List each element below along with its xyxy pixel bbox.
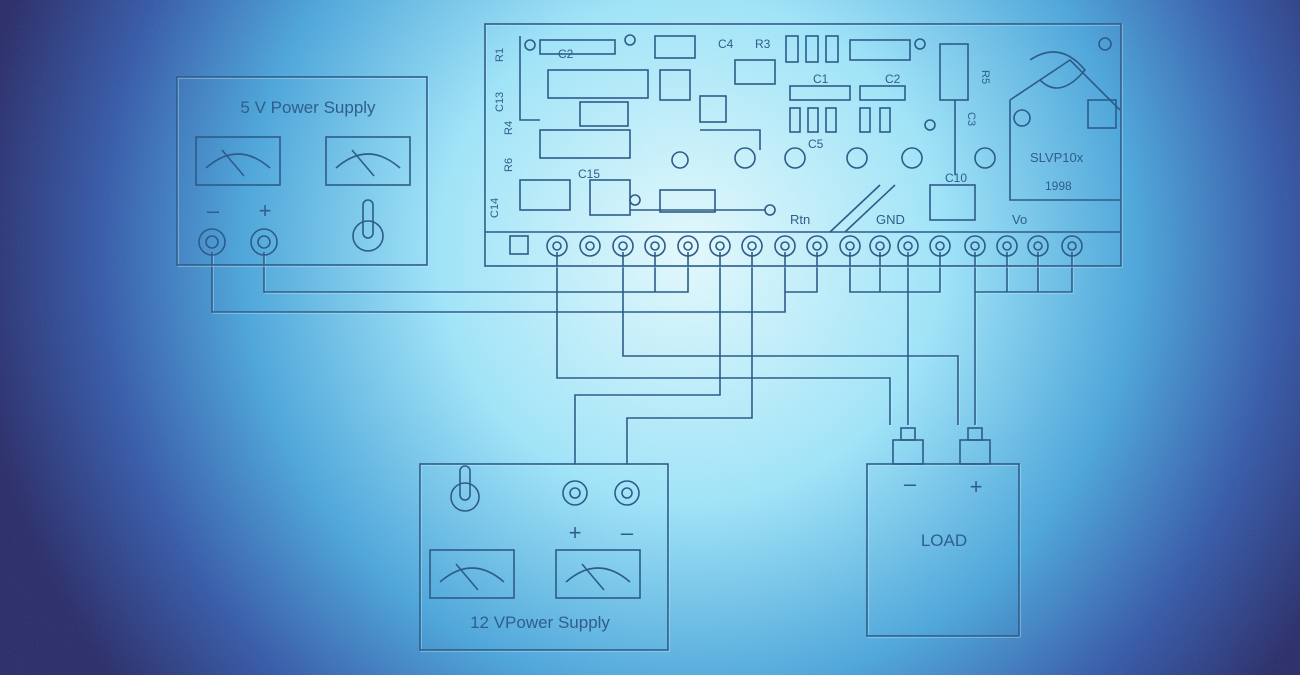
svg-text:C3: C3 [965,112,977,126]
svg-text:C14: C14 [489,198,501,218]
power-supply-5v-plus-label: + [259,198,272,223]
svg-text:C2: C2 [885,72,901,86]
meter-icon [325,136,411,186]
terminal-jack-icon [614,480,640,506]
svg-text:C5: C5 [808,137,824,151]
load-title: LOAD [921,531,967,550]
component-labels: C2 C4 R3 C1 C2 R1 C13 R4 R6 C15 C14 C5 C… [489,37,991,218]
circuit-board: C2 C4 R3 C1 C2 R1 C13 R4 R6 C15 C14 C5 C… [484,23,1123,268]
svg-text:C4: C4 [718,37,734,51]
meter-icon [429,549,515,599]
power-supply-12v-plus-label: + [569,520,582,545]
terminal-label-vo: Vo [1012,212,1027,227]
toggle-switch-icon [450,465,480,512]
svg-text:C15: C15 [578,167,600,181]
toggle-switch-icon [352,199,384,252]
board-year-label: 1998 [1045,179,1072,193]
svg-text:C10: C10 [945,171,967,185]
svg-text:C1: C1 [813,72,829,86]
svg-text:R5: R5 [979,70,991,84]
board-terminals [509,235,1083,257]
power-supply-12v: + – 12 VPower Supply [419,463,670,652]
svg-text:C2: C2 [558,47,574,61]
meter-icon [195,136,281,186]
svg-text:R3: R3 [755,37,771,51]
terminal-jack-icon [198,228,226,256]
terminal-jack-icon [562,480,588,506]
terminal-jack-icon [250,228,278,256]
board-traces [519,34,1121,233]
power-supply-5v: 5 V Power Supply – + [176,76,429,267]
svg-text:C13: C13 [494,92,506,112]
meter-icon [555,549,641,599]
power-supply-12v-title: 12 VPower Supply [470,613,610,632]
power-supply-5v-minus-label: – [207,198,220,223]
load-plus-label: + [970,474,983,499]
power-supply-12v-minus-label: – [621,520,634,545]
svg-text:R6: R6 [503,158,515,172]
load: – + LOAD [866,427,1021,638]
load-minus-label: – [904,471,917,496]
terminal-label-gnd: GND [876,212,905,227]
wiring [211,252,1074,466]
svg-text:R4: R4 [503,121,515,135]
svg-text:R1: R1 [494,48,506,62]
power-supply-5v-title: 5 V Power Supply [240,98,376,117]
terminal-label-rtn: Rtn [790,212,810,227]
board-model-label: SLVP10x [1030,150,1084,165]
